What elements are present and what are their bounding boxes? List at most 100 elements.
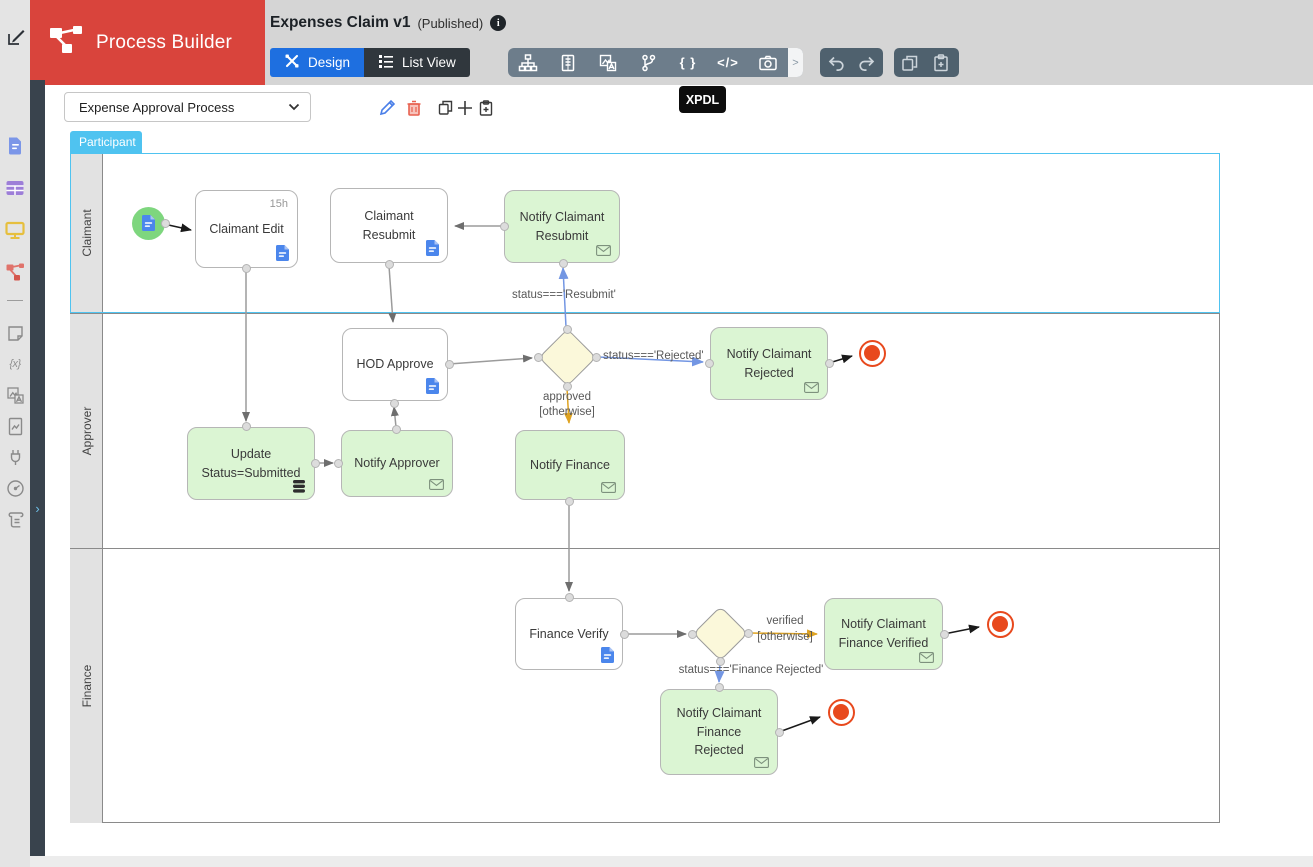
edge-gateway-to-finance-verified[interactable] [749, 629, 818, 639]
sidebar-report-icon[interactable] [0, 411, 30, 441]
edge-gateway-to-notify-rejected[interactable] [597, 356, 704, 367]
connection-point[interactable] [391, 424, 401, 434]
task-notify-approver[interactable]: Notify Approver [341, 430, 453, 497]
task-finance-verify[interactable]: Finance Verify [515, 598, 623, 670]
connection-point[interactable] [562, 324, 572, 334]
connection-point[interactable] [389, 398, 399, 408]
connection-point[interactable] [687, 629, 697, 639]
edit-app-icon[interactable] [0, 22, 30, 52]
sidebar-variables-icon[interactable]: {x} [9, 358, 21, 370]
end-event-rejected[interactable] [858, 339, 886, 367]
end-event-verified[interactable] [986, 610, 1014, 638]
participant-tab[interactable]: Participant [70, 131, 142, 153]
connection-point[interactable] [160, 218, 170, 228]
delete-process-icon[interactable] [405, 99, 423, 117]
task-label: Claimant Edit [209, 221, 284, 236]
lane-label-claimant[interactable]: Claimant [79, 209, 94, 257]
task-label: Notify Claimant Resubmit [519, 209, 605, 243]
connection-point[interactable] [564, 592, 574, 602]
sidebar-pages-icon[interactable] [0, 318, 30, 348]
start-event[interactable] [131, 206, 165, 240]
screenshot-icon[interactable] [748, 48, 788, 77]
edge-finance-verified-to-end[interactable] [943, 624, 980, 635]
task-notify-claimant-finance-rejected[interactable]: Notify Claimant Finance Rejected [660, 689, 778, 775]
edge-finance-rejected-to-end[interactable] [778, 716, 821, 733]
edge-notify-approver-to-hod[interactable] [390, 406, 399, 428]
publish-status: (Published) [417, 15, 484, 31]
undo-icon[interactable] [820, 48, 851, 77]
connection-point[interactable] [558, 258, 568, 268]
info-icon[interactable]: i [490, 15, 507, 31]
tab-design[interactable]: Design [270, 48, 365, 77]
view-tabs: Design List View [270, 48, 470, 77]
versions-icon[interactable] [628, 48, 668, 77]
connection-point[interactable] [715, 656, 725, 666]
task-notify-claimant-resubmit[interactable]: Notify Claimant Resubmit [504, 190, 620, 263]
connection-point[interactable] [591, 352, 601, 362]
edit-process-icon[interactable] [378, 99, 396, 117]
connection-point[interactable] [824, 358, 834, 368]
localization-icon[interactable] [588, 48, 628, 77]
tab-list-view[interactable]: List View [364, 48, 470, 77]
sidebar-localization-icon[interactable] [0, 380, 30, 410]
header-bar: Process Builder Expenses Claim v1 (Publi… [30, 0, 1313, 85]
process-select[interactable]: Expense Approval Process [64, 92, 311, 122]
horizontal-scrollbar[interactable] [30, 856, 1313, 867]
sidebar-monitoring-icon[interactable] [0, 473, 30, 503]
sidebar-plugin-icon[interactable] [0, 442, 30, 472]
xpdl-code-icon[interactable]: </> [717, 55, 739, 70]
task-notify-claimant-rejected[interactable]: Notify Claimant Rejected [710, 327, 828, 400]
connection-point[interactable] [499, 221, 509, 231]
connection-point[interactable] [444, 359, 454, 369]
task-notify-finance[interactable]: Notify Finance [515, 430, 625, 500]
connection-point[interactable] [714, 682, 724, 692]
connection-point[interactable] [310, 458, 320, 468]
lane-label-finance[interactable]: Finance [79, 664, 94, 707]
end-event-core [833, 704, 849, 720]
sidebar-form-builder-icon[interactable] [0, 131, 30, 161]
connection-point[interactable] [533, 352, 543, 362]
paste-icon[interactable] [925, 48, 956, 77]
redo-icon[interactable] [851, 48, 882, 77]
connection-point[interactable] [562, 381, 572, 391]
task-claimant-resubmit[interactable]: Claimant Resubmit [330, 188, 448, 263]
connection-point[interactable] [241, 263, 251, 273]
sitemap-icon[interactable] [508, 48, 548, 77]
sidebar-process-builder-icon[interactable] [0, 257, 30, 287]
edge-gateway-to-notify-finance[interactable] [563, 387, 573, 424]
document-icon [426, 378, 439, 394]
lane-label-approver[interactable]: Approver [79, 406, 94, 455]
end-event-finance-rejected[interactable] [827, 698, 855, 726]
connection-point[interactable] [743, 628, 753, 638]
connection-point[interactable] [774, 727, 784, 737]
connection-point[interactable] [619, 629, 629, 639]
connection-point[interactable] [384, 259, 394, 269]
json-icon[interactable]: { } [679, 55, 697, 70]
sidebar-datalist-builder-icon[interactable] [0, 173, 30, 203]
sidebar-userview-builder-icon[interactable] [0, 215, 30, 245]
connection-point[interactable] [939, 629, 949, 639]
form-mapping-icon[interactable] [548, 48, 588, 77]
connection-point[interactable] [333, 458, 343, 468]
edge-hod-to-gateway[interactable] [448, 354, 533, 365]
connection-point[interactable] [704, 358, 714, 368]
task-hod-approve[interactable]: HOD Approve [342, 328, 448, 401]
paste-process-icon[interactable] [477, 99, 495, 117]
task-notify-claimant-finance-verified[interactable]: Notify Claimant Finance Verified [824, 598, 943, 670]
copy-process-icon[interactable] [437, 99, 455, 117]
toolbar-more-icon[interactable]: > [788, 48, 803, 77]
task-update-status-submitted[interactable]: Update Status=Submitted [187, 427, 315, 500]
edge-gateway-to-notify-resubmit[interactable] [558, 267, 569, 328]
copy-icon[interactable] [894, 48, 925, 77]
connection-point[interactable] [564, 496, 574, 506]
sidebar-script-icon[interactable] [0, 504, 30, 534]
connection-point[interactable] [241, 421, 251, 431]
sidebar-expand-icon[interactable]: › [35, 501, 40, 516]
edge-gateway-to-finance-rejected[interactable] [714, 662, 725, 683]
document-icon [426, 240, 439, 256]
add-process-icon[interactable] [456, 99, 474, 117]
app-logo[interactable]: Process Builder [30, 0, 265, 85]
